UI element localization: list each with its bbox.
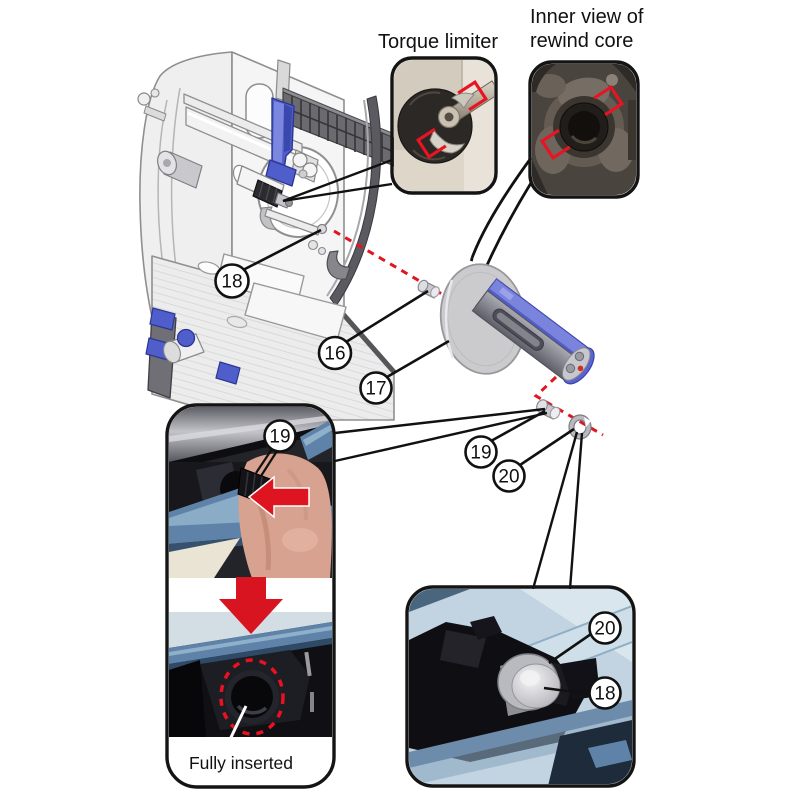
guide-shaft [264,208,321,236]
alignment-dash-right [533,375,604,437]
rewind-spindle [471,278,595,385]
svg-text:20: 20 [594,619,615,640]
inner-view-label-line1: Inner view of [530,6,644,28]
fully-inserted-pointer [222,705,248,753]
svg-text:18: 18 [594,684,615,705]
inner-view-label-line2: rewind core [530,30,633,52]
callout-18-main: 18 [214,228,322,299]
inner-view-red-brackets [539,84,625,161]
torque-limiter-inset [390,56,498,195]
insert-direction-arrow [247,475,310,519]
torque-limiter-red-brackets [415,79,489,160]
media-lever-assembly [145,307,241,399]
fully-inserted-caption: Fully inserted [189,753,293,773]
callout-20-main: 20 [492,427,575,493]
svg-text:18: 18 [221,272,242,293]
insertion-photo-bottom [169,612,332,753]
insertion-inset: Fully inserted 19 [165,403,336,789]
svg-text:20: 20 [498,467,519,488]
torque-limiter-leader-lines [282,158,393,203]
svg-text:17: 17 [365,379,386,400]
inner-view-photo [532,64,636,195]
fan-lines-to-insertion-inset [334,407,548,463]
torque-limiter-label: Torque limiter [378,31,498,53]
insertion-photo-top [169,407,332,578]
pin-installed [511,663,561,709]
svg-text:19: 19 [269,427,290,448]
fully-inserted-label-box [176,750,306,776]
left-stub-roller [156,150,203,189]
rewind-shaft-torque-limiter [232,164,293,209]
torque-limiter-photo [394,60,494,191]
corner-parts-cluster [137,88,167,122]
inner-view-inset [528,60,640,199]
callout-19-main: 19 [464,409,546,469]
callout-17: 17 [359,339,450,405]
svg-text:16: 16 [324,344,345,365]
washer-lines-to-installed-inset [531,431,584,590]
ribbon-lever-blue [265,97,297,187]
callout-19-photo: 19 [255,419,297,477]
callout-18-inset: 18 [543,676,622,710]
fully-inserted-red-circle [219,658,285,736]
installed-view-inset: 20 18 [405,585,636,788]
callout-20-inset: 20 [548,611,622,665]
washer-part20 [568,414,592,440]
svg-text:19: 19 [470,443,491,464]
callout-16: 16 [317,289,429,371]
down-step-arrow [219,577,283,634]
floor-bracket [326,250,351,280]
